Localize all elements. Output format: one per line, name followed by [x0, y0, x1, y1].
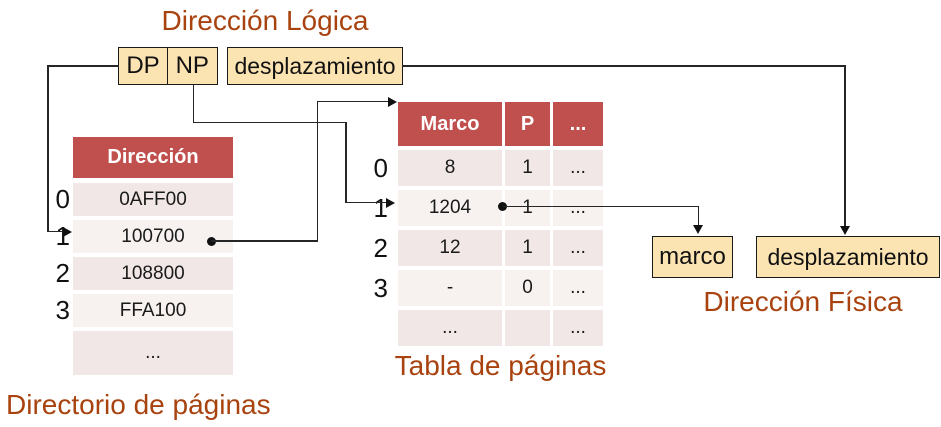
page-table-cell: 1: [505, 230, 550, 266]
frame-box: marco: [652, 236, 733, 278]
directory-cell: 108800: [73, 257, 233, 290]
page-table-cell: [505, 310, 550, 346]
page-table-cell: 0: [505, 270, 550, 306]
page-table-row-index: 2: [373, 232, 388, 263]
connector-np-line: [345, 201, 388, 203]
page-table-row-index: 1: [373, 192, 388, 223]
connector-dp-line: [47, 65, 49, 232]
page-table-header-more: ...: [553, 102, 603, 146]
page-table-cell: -: [398, 270, 502, 306]
page-table-header-marco: Marco: [398, 102, 502, 146]
arrowhead-page-table-row1: [386, 197, 395, 208]
connector-offset-line: [844, 65, 846, 227]
connector-directory-entry-line: [316, 101, 318, 242]
arrowhead-page-table-base: [388, 96, 397, 107]
connector-np-line: [192, 85, 194, 123]
connector-dp-line: [47, 65, 119, 67]
connector-offset-line: [402, 65, 845, 67]
page-table-cell: 12: [398, 230, 502, 266]
physical-address-title: Dirección Física: [703, 286, 903, 317]
page-table-cell: ...: [553, 190, 603, 226]
directory-cell: 0AFF00: [73, 183, 233, 216]
directory-caption: Directorio de páginas: [6, 389, 271, 420]
arrowhead-directory-row1: [63, 226, 72, 237]
page-table-cell: 1204: [398, 190, 502, 226]
connector-np-line: [345, 121, 347, 203]
directory-header: Dirección: [73, 137, 233, 178]
connector-dp-line: [47, 230, 66, 232]
page-table-caption: Tabla de páginas: [394, 350, 607, 381]
directory-row-index: 0: [55, 184, 70, 214]
page-table-cell: ...: [553, 150, 603, 186]
page-table-cell: ...: [553, 270, 603, 306]
logical-offset-box: desplazamiento: [227, 47, 403, 85]
physical-offset-box: desplazamiento: [756, 236, 940, 278]
np-box: NP: [166, 47, 218, 85]
connector-np-line: [192, 121, 347, 123]
directory-cell: ...: [73, 331, 233, 375]
page-table-cell: ...: [398, 310, 502, 346]
page-table-cell: ...: [553, 230, 603, 266]
directory-row-index: 3: [55, 295, 70, 325]
directory-cell: FFA100: [73, 294, 233, 327]
page-table-row-index: 0: [373, 152, 388, 183]
page-table-cell: 1: [505, 150, 550, 186]
arrowhead-physical-offset: [839, 226, 850, 235]
connector-frame-line: [503, 205, 699, 207]
page-table-cell: 8: [398, 150, 502, 186]
page-table-row-index: 3: [373, 272, 388, 303]
pointer-dot-page-table-entry: [498, 202, 507, 211]
connector-directory-entry-line: [211, 240, 318, 242]
connector-frame-line: [697, 205, 699, 227]
page-table-header-p: P: [505, 102, 550, 146]
arrowhead-frame-box: [693, 225, 703, 234]
connector-directory-entry-line: [316, 100, 390, 102]
directory-cell: 100700: [73, 220, 233, 253]
page-table-cell: ...: [553, 310, 603, 346]
logical-address-title: Dirección Lógica: [161, 5, 369, 36]
directory-row-index: 1: [55, 221, 70, 251]
page-table-cell: 1: [505, 190, 550, 226]
dp-box: DP: [118, 47, 168, 85]
directory-row-index: 2: [55, 258, 70, 288]
